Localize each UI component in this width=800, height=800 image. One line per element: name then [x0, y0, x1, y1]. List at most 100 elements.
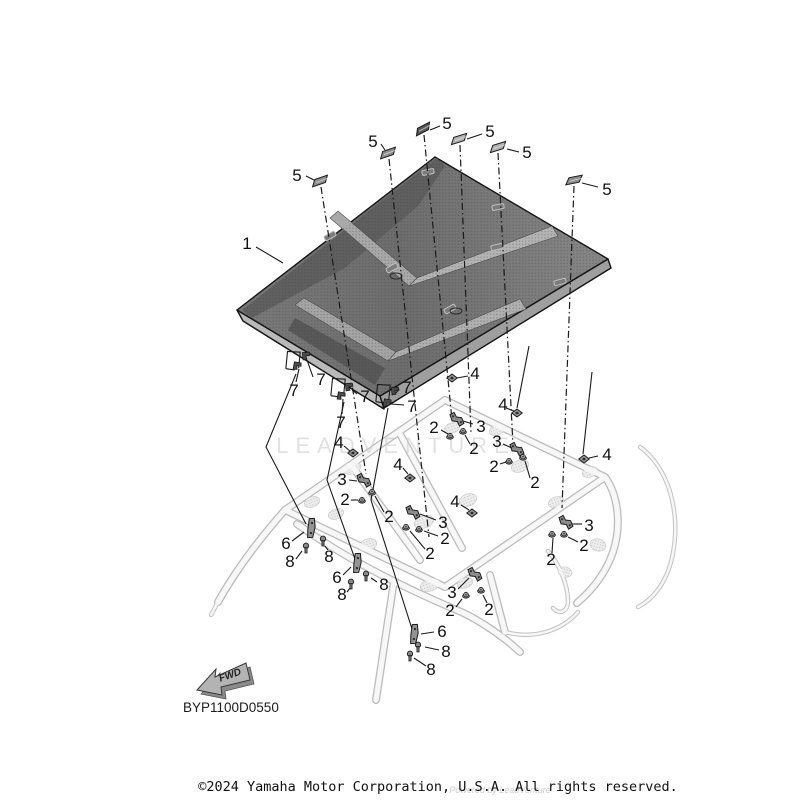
callout-7[interactable]: 7 [402, 378, 411, 397]
frame-cage [208, 396, 678, 704]
diagram-code: BYP1100D0550 [183, 700, 279, 715]
callout-2[interactable]: 2 [384, 507, 393, 526]
part-clip7 [336, 391, 346, 400]
callout-2[interactable]: 2 [489, 457, 498, 476]
part-nut [459, 427, 467, 435]
callout-3[interactable]: 3 [492, 432, 501, 451]
part-nut [560, 530, 568, 538]
callout-leader-1 [255, 246, 284, 264]
callout-3[interactable]: 3 [447, 583, 456, 602]
callout-6[interactable]: 6 [437, 622, 446, 641]
part-clip5 [564, 174, 584, 186]
callout-5[interactable]: 5 [522, 143, 531, 162]
callout-leader-7 [390, 403, 405, 406]
callout-6[interactable]: 6 [281, 534, 290, 553]
mount-alignment-line [561, 185, 575, 509]
callout-7[interactable]: 7 [289, 381, 298, 400]
callout-leader-3 [419, 513, 437, 521]
callout-4[interactable]: 4 [498, 395, 507, 414]
mount-alignment-line [388, 158, 430, 538]
part-grommet [465, 508, 479, 518]
part-bracket3 [356, 472, 372, 488]
part-clip5 [415, 121, 431, 137]
roof-panel [236, 156, 612, 410]
callout-8[interactable]: 8 [379, 575, 388, 594]
callout-leader-3 [348, 479, 358, 482]
callout-3[interactable]: 3 [584, 516, 593, 535]
callout-leader-4 [588, 455, 599, 459]
callout-8[interactable]: 8 [324, 547, 333, 566]
callout-2[interactable]: 2 [579, 536, 588, 555]
callout-2[interactable]: 2 [429, 418, 438, 437]
callout-leader-7 [351, 389, 358, 395]
callout-leader-3 [457, 577, 470, 590]
callout-2[interactable]: 2 [340, 490, 349, 509]
callout-3[interactable]: 3 [438, 513, 447, 532]
callout-leader-8 [413, 657, 427, 667]
leader-line [516, 345, 530, 409]
callout-4[interactable]: 4 [450, 492, 459, 511]
part-nut [505, 457, 513, 465]
leader-line [265, 373, 307, 525]
callout-leader-2 [455, 598, 463, 608]
part-bracket3 [558, 514, 574, 530]
callout-leader-5 [506, 148, 520, 153]
part-bracket3 [405, 504, 421, 520]
part-bracket3 [509, 441, 525, 457]
callout-2[interactable]: 2 [530, 473, 539, 492]
watermark-small: Powered by LeadVenture [449, 785, 550, 795]
callout-5[interactable]: 5 [442, 114, 451, 133]
part-clip5 [379, 146, 397, 160]
callout-3[interactable]: 3 [337, 470, 346, 489]
callout-5[interactable]: 5 [602, 180, 611, 199]
part-nut [548, 530, 556, 538]
callout-5[interactable]: 5 [292, 166, 301, 185]
callout-8[interactable]: 8 [441, 642, 450, 661]
callout-leader-5 [581, 182, 599, 188]
part-clip7 [391, 386, 400, 396]
callout-2[interactable]: 2 [546, 550, 555, 569]
callout-2[interactable]: 2 [425, 544, 434, 563]
callout-7[interactable]: 7 [407, 397, 416, 416]
callout-2[interactable]: 2 [445, 601, 454, 620]
callout-4[interactable]: 4 [393, 455, 402, 474]
part-clip5 [311, 174, 329, 188]
callout-1[interactable]: 1 [242, 234, 251, 253]
callout-7[interactable]: 7 [316, 370, 325, 389]
callout-4[interactable]: 4 [334, 433, 343, 452]
part-nut [402, 523, 410, 531]
callout-leader-7 [295, 368, 300, 383]
callout-2[interactable]: 2 [440, 529, 449, 548]
callout-leader-8 [424, 646, 440, 651]
callout-3[interactable]: 3 [476, 417, 485, 436]
callout-8[interactable]: 8 [285, 552, 294, 571]
callout-5[interactable]: 5 [485, 122, 494, 141]
part-clip7 [302, 351, 311, 361]
callout-4[interactable]: 4 [602, 445, 611, 464]
callout-leader-5 [466, 133, 483, 140]
callout-8[interactable]: 8 [337, 585, 346, 604]
callout-2[interactable]: 2 [484, 600, 493, 619]
callout-leader-3 [502, 443, 513, 449]
part-nut [368, 488, 376, 496]
part-nut [519, 453, 527, 461]
callout-leader-8 [370, 577, 378, 583]
callout-8[interactable]: 8 [426, 660, 435, 679]
part-grommet [577, 454, 591, 464]
callout-5[interactable]: 5 [368, 132, 377, 151]
callout-2[interactable]: 2 [469, 439, 478, 458]
callout-4[interactable]: 4 [470, 364, 479, 383]
callout-leader-7 [395, 388, 400, 394]
part-nut [477, 586, 485, 594]
callout-leader-6 [420, 631, 435, 635]
callout-6[interactable]: 6 [332, 568, 341, 587]
callout-7[interactable]: 7 [336, 413, 345, 432]
part-bracket3 [449, 411, 465, 427]
leader-line [582, 371, 593, 455]
mount-alignment-line [320, 186, 367, 475]
callout-leader-3 [462, 420, 474, 425]
part-nut [358, 496, 366, 504]
callout-leader-8 [324, 545, 329, 551]
callout-7[interactable]: 7 [360, 387, 369, 406]
